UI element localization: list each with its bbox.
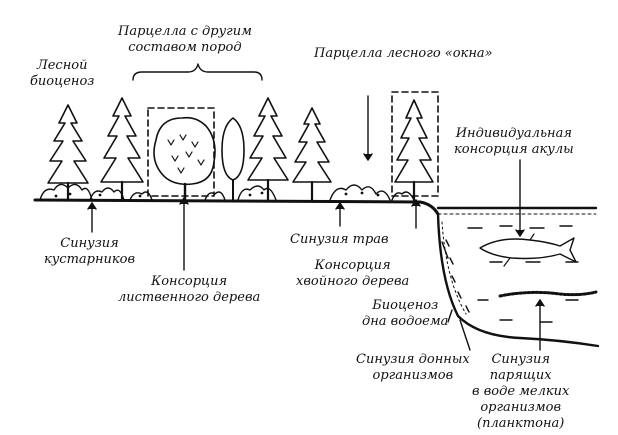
conifer-tree <box>394 99 434 202</box>
label-parcel-forest-window: Парцелла лесного «окна» <box>314 46 493 61</box>
ground-line <box>33 198 440 216</box>
deciduous-dashed-box <box>147 107 215 197</box>
label-shark-consortium: Индивидуальная консорция акулы <box>454 126 574 157</box>
label-deciduous-consortium: Консорция лиственного дерева <box>118 274 261 305</box>
conifer-tree <box>292 107 332 202</box>
pond-bank <box>436 212 600 348</box>
conifer-tree <box>47 104 89 202</box>
bottom-organisms <box>445 239 470 313</box>
shrub-row <box>39 183 415 201</box>
pond <box>436 206 600 348</box>
label-benthic-synusia: Синузия донных организмов <box>356 352 470 383</box>
label-pond-bottom-biocenosis: Биоценоз дна водоема <box>362 298 449 329</box>
label-plankton-synusia: Синузия парящих в воде мелких организмов… <box>472 352 570 431</box>
slender-tree <box>221 117 245 201</box>
label-forest-biocenosis: Лесной биоценоз <box>30 58 95 89</box>
label-shrub-synusia: Синузия кустарников <box>44 236 136 267</box>
conifer-dashed-box <box>391 91 439 197</box>
label-grass-synusia: Синузия трав <box>290 232 389 247</box>
shark <box>479 237 577 263</box>
plankton-band <box>498 290 598 298</box>
conifer-tree <box>247 97 289 202</box>
parcel-brace <box>132 63 263 81</box>
label-parcel-other-species: Парцелла с другим составом пород <box>118 24 252 55</box>
conifer-tree <box>100 97 144 202</box>
arrows <box>87 95 545 351</box>
label-conifer-consortium: Консорция хвойного дерева <box>296 258 410 289</box>
deciduous-tree <box>153 116 216 202</box>
shrub-dots <box>54 191 380 198</box>
